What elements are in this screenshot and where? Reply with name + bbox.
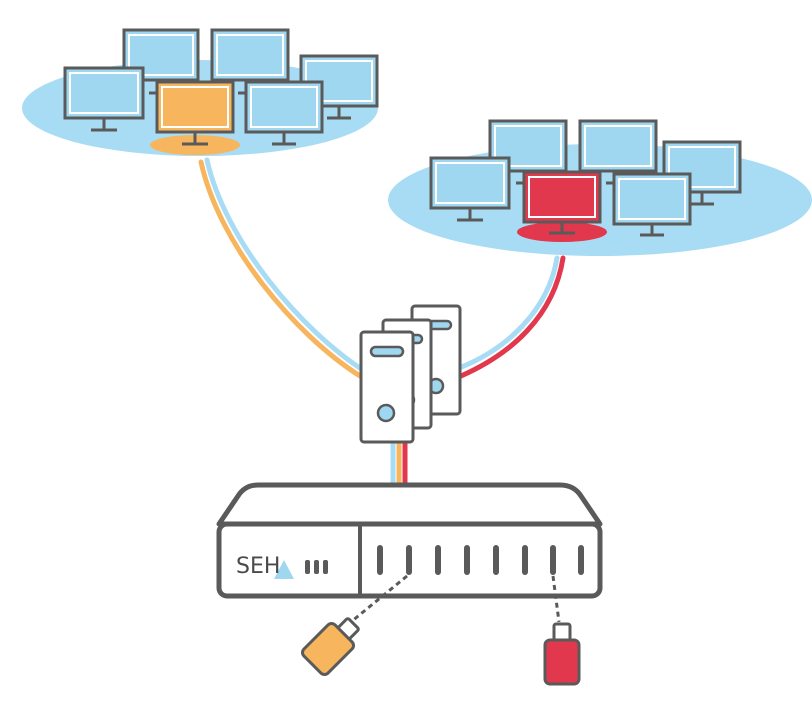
monitor-icon xyxy=(578,119,658,185)
red-dongle-link xyxy=(551,575,561,623)
left-cable-orange xyxy=(198,159,363,379)
status-led xyxy=(305,560,310,574)
left-network-group xyxy=(22,28,379,156)
monitor-icon-highlighted-orange xyxy=(155,80,235,146)
cables xyxy=(198,157,566,489)
device-logo: SEH xyxy=(236,554,280,579)
monitor-icon xyxy=(429,156,511,222)
monitor-icon xyxy=(612,172,692,237)
monitor-icon xyxy=(210,28,290,95)
status-led xyxy=(314,560,319,574)
usb-dongle-icon-orange[interactable] xyxy=(300,612,365,677)
usb-dongle-icon-red[interactable] xyxy=(543,622,581,686)
server-stack xyxy=(359,304,462,444)
right-cable-blue xyxy=(456,255,560,371)
monitor-icon-highlighted-red xyxy=(522,170,602,235)
right-network-group xyxy=(388,119,812,256)
status-led xyxy=(323,560,328,574)
left-cable-blue xyxy=(204,157,369,375)
server-tower-icon xyxy=(359,330,415,444)
logo-triangle-icon xyxy=(274,560,294,579)
usb-device-server: SEH xyxy=(216,482,603,599)
device-top xyxy=(216,482,603,527)
usb-ports xyxy=(377,545,584,575)
monitor-icon xyxy=(244,80,324,146)
monitor-icon xyxy=(63,66,145,132)
orange-dongle-link xyxy=(345,574,408,628)
right-cable-red xyxy=(458,255,566,379)
